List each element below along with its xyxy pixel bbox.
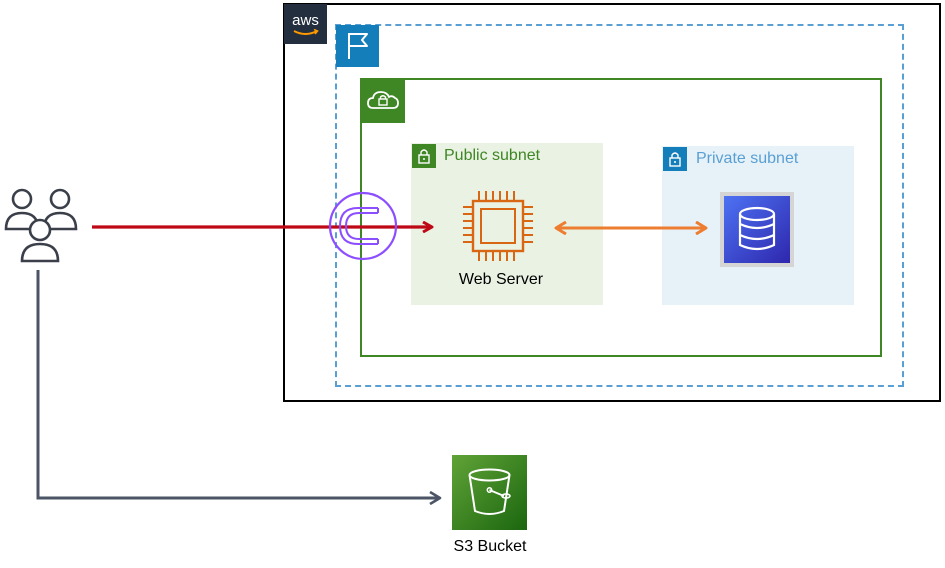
- vpc-boundary: [360, 78, 882, 357]
- vpc-cloud-lock-icon: [361, 79, 405, 123]
- s3-bucket-label: S3 Bucket: [453, 538, 527, 555]
- region-flag-icon: [336, 25, 379, 67]
- public-subnet-label: Public subnet: [444, 147, 541, 164]
- users-icon: [4, 188, 78, 263]
- ec2-chip-icon: [463, 191, 533, 261]
- lock-icon: [412, 144, 436, 168]
- aws-cloud-frame: [283, 3, 941, 402]
- database-icon: [724, 196, 790, 263]
- web-server-label: Web Server: [458, 271, 544, 288]
- s3-bucket-icon: [452, 455, 527, 530]
- users-to-s3-connector: [36, 270, 440, 498]
- internet-gateway-icon: [328, 191, 398, 261]
- private-subnet-label: Private subnet: [696, 150, 799, 167]
- aws-logo-icon: aws: [284, 4, 327, 44]
- lock-icon: [663, 147, 687, 171]
- aws-logo-text: aws: [292, 12, 319, 29]
